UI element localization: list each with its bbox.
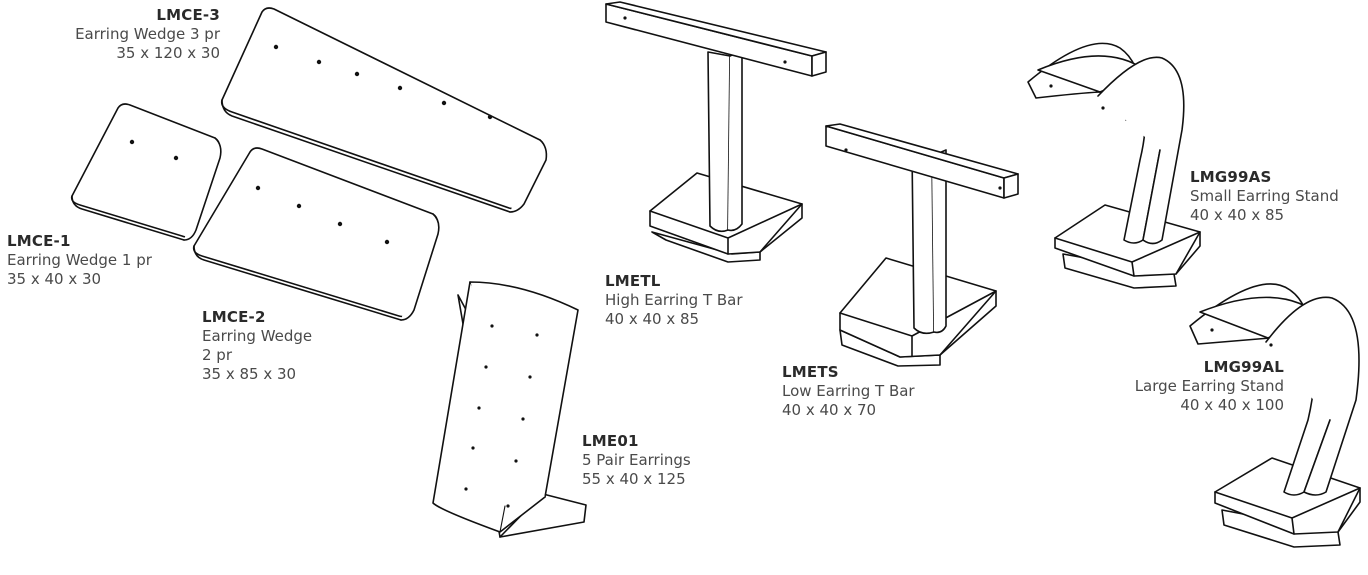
product-description: High Earring T Bar [605,291,743,309]
label-lmce-1: LMCE-1 Earring Wedge 1 pr 35 x 40 x 30 [7,232,152,289]
product-description: Large Earring Stand [1134,377,1284,395]
product-dimensions: 40 x 40 x 85 [1190,206,1285,224]
product-code: LMETS [782,363,839,381]
product-description: Earring Wedge 1 pr [7,251,152,269]
product-code: LMETL [605,272,661,290]
product-dimensions: 35 x 120 x 30 [116,44,220,62]
product-code: LMG99AL [1203,358,1284,376]
product-description: Earring Wedge 3 pr [75,25,220,43]
product-description: Low Earring T Bar [782,382,915,400]
product-dimensions: 55 x 40 x 125 [582,470,686,488]
product-description: Earring Wedge [202,327,313,345]
product-dimensions: 40 x 40 x 85 [605,310,700,328]
high-t-bar-illustration [605,1,827,263]
product-code: LMCE-3 [156,6,220,24]
product-description-2: 2 pr [202,346,232,364]
earring-wedge-1pr-illustration [70,103,222,241]
product-code: LMG99AS [1190,168,1272,186]
earring-wedge-3pr-illustration [220,7,548,213]
label-lmets: LMETS Low Earring T Bar 40 x 40 x 70 [782,363,915,420]
label-lme01: LME01 5 Pair Earrings 55 x 40 x 125 [582,432,691,489]
product-code: LME01 [582,432,639,450]
product-description: Small Earring Stand [1190,187,1339,205]
product-dimensions: 35 x 85 x 30 [202,365,297,383]
product-dimensions: 40 x 40 x 100 [1180,396,1284,414]
product-code: LMCE-1 [7,232,71,250]
low-t-bar-illustration [825,123,1019,367]
label-lmce-2: LMCE-2 Earring Wedge 2 pr 35 x 85 x 30 [202,308,312,384]
product-dimensions: 40 x 40 x 70 [782,401,877,419]
label-lmetl: LMETL High Earring T Bar 40 x 40 x 85 [605,272,743,329]
product-description: 5 Pair Earrings [582,451,691,469]
label-lmg99al: LMG99AL Large Earring Stand 40 x 40 x 10… [1135,358,1284,415]
large-earring-stand-illustration [1189,283,1361,548]
product-code: LMCE-2 [202,308,266,326]
earring-wedge-2pr-illustration [192,147,440,321]
product-dimensions: 35 x 40 x 30 [7,270,102,288]
small-earring-stand-illustration [1027,42,1201,289]
label-lmg99as: LMG99AS Small Earring Stand 40 x 40 x 85 [1190,168,1339,225]
five-pair-board-illustration [432,281,587,538]
label-lmce-3: LMCE-3 Earring Wedge 3 pr 35 x 120 x 30 [75,6,220,63]
